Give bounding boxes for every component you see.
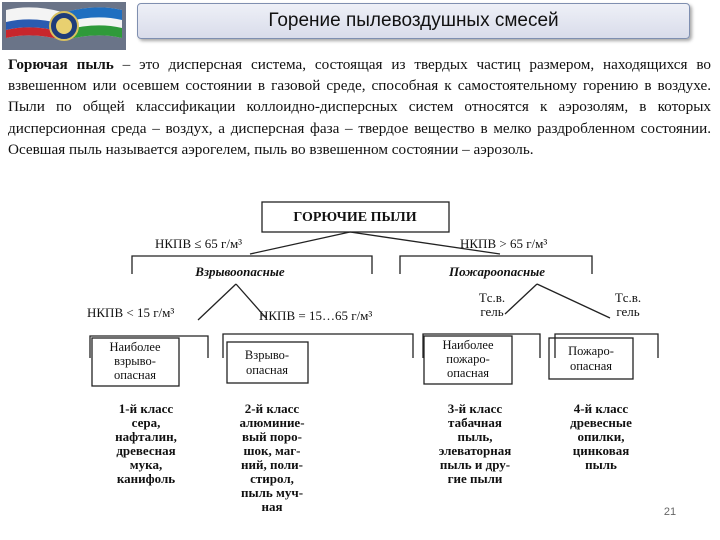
class-4-line: опилки,: [577, 429, 624, 444]
left-condition-label: НКПВ ≤ 65 г/м³: [155, 236, 242, 251]
sub-condition-4-line1: Tс.в.: [615, 290, 641, 305]
sub-condition-3-line2: гель: [480, 304, 503, 319]
sub-condition-1: НКПВ < 15 г/м³: [87, 305, 174, 320]
box-3-line: опасная: [447, 366, 489, 380]
box-1-line: Наиболее: [109, 340, 160, 354]
page-title: Горение пылевоздушных смесей: [137, 3, 690, 39]
box-flammable: [548, 337, 634, 380]
root-box: [261, 201, 450, 233]
class-2-line: 2-й класс: [245, 401, 300, 416]
flammable-group-label: Пожароопасные: [448, 264, 545, 279]
class-3-line: гие пыли: [448, 471, 503, 486]
sub-condition-3-line1: Tс.в.: [479, 290, 505, 305]
class-4-line: 4-й класс: [574, 401, 629, 416]
box-explosive: [226, 341, 309, 384]
class-3-line: 3-й класс: [448, 401, 503, 416]
class-1-line: 1-й класс: [119, 401, 174, 416]
right-condition-label: НКПВ > 65 г/м³: [460, 236, 547, 251]
class-3-line: табачная: [448, 415, 502, 430]
classification-diagram: ГОРЮЧИЕ ПЫЛИ НКПВ ≤ 65 г/м³ НКПВ > 65 г/…: [87, 201, 659, 514]
class-2-line: шок, маг-: [244, 443, 301, 458]
class-1-line: нафталин,: [115, 429, 177, 444]
class-2-line: алюминие-: [239, 415, 304, 430]
class-2-line: ний, поли-: [241, 457, 303, 472]
definition-paragraph: Горючая пыль – это дисперсная система, с…: [8, 54, 711, 160]
page-number: 21: [663, 506, 677, 518]
class-4-line: древесные: [570, 415, 632, 430]
root-label: ГОРЮЧИЕ ПЫЛИ: [293, 210, 416, 225]
class-3-line: элеваторная: [439, 443, 512, 458]
class-1-line: сера,: [132, 415, 161, 430]
box-2-line: опасная: [246, 363, 288, 377]
class-4-line: цинковая: [573, 443, 630, 458]
box-2-line: Взрыво-: [245, 348, 289, 362]
definition-term: Горючая пыль: [8, 56, 114, 73]
box-1-line: опасная: [114, 368, 156, 382]
explosive-group-label: Взрывоопасные: [194, 264, 285, 279]
box-4-line: опасная: [570, 359, 612, 373]
class-1-line: древесная: [116, 443, 175, 458]
logo-emblem: [2, 2, 126, 50]
definition-text: – это дисперсная система, состоящая из т…: [8, 56, 712, 158]
class-3-line: пыль,: [457, 429, 492, 444]
class-2-line: ная: [261, 499, 282, 514]
sub-condition-2: НКПВ = 15…65 г/м³: [259, 308, 372, 323]
class-1-line: мука,: [130, 457, 162, 472]
box-most-explosive: [91, 337, 180, 387]
box-3-line: Наиболее: [442, 338, 493, 352]
sub-condition-4-line2: гель: [616, 304, 639, 319]
class-2-line: вый поро-: [242, 429, 302, 444]
box-4-line: Пожаро-: [568, 344, 614, 358]
box-most-flammable: [423, 335, 513, 385]
class-4-line: пыль: [585, 457, 617, 472]
class-2-line: пыль муч-: [241, 485, 303, 500]
box-1-line: взрыво-: [114, 354, 156, 368]
class-3-line: пыль и дру-: [440, 457, 510, 472]
class-1-line: канифоль: [117, 471, 175, 486]
class-2-line: стирол,: [250, 471, 294, 486]
box-3-line: пожаро-: [446, 352, 489, 366]
